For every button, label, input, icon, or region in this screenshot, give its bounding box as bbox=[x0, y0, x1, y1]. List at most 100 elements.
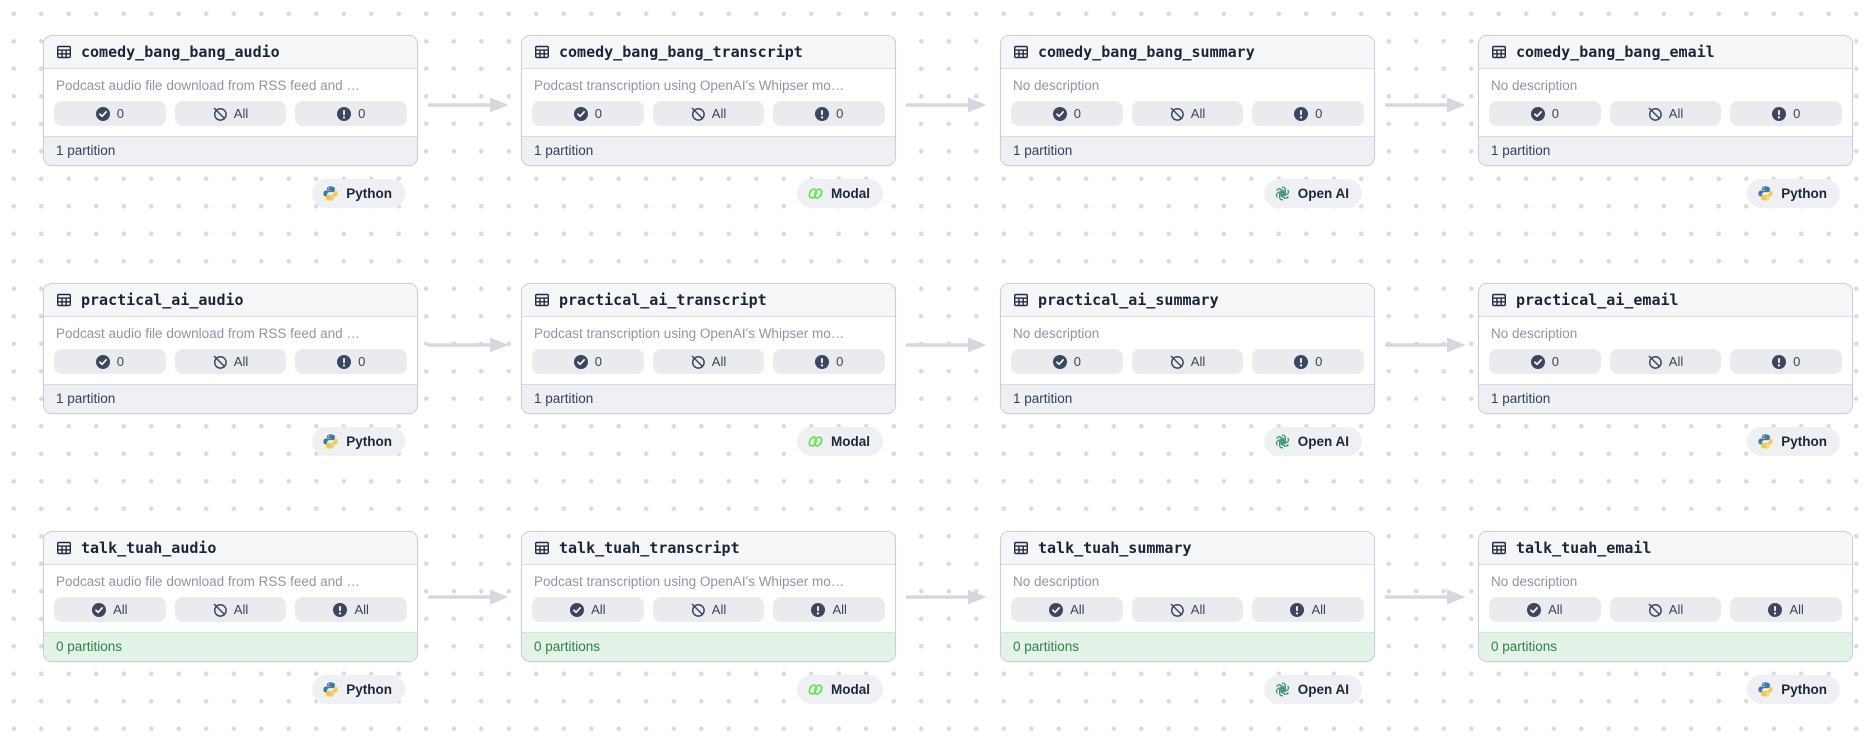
asset-card-header: comedy_bang_bang_audio bbox=[44, 36, 417, 69]
asset-description: Podcast transcription using OpenAI's Whi… bbox=[534, 326, 845, 341]
failed-count-badge[interactable]: 0 bbox=[295, 349, 408, 374]
materialized-count-badge[interactable]: 0 bbox=[54, 349, 166, 374]
materialized-count-badge[interactable]: All bbox=[532, 597, 644, 622]
partition-badges: All All All bbox=[1001, 589, 1374, 632]
kind-tag-python[interactable]: Python bbox=[312, 179, 405, 208]
check-circle-icon bbox=[1531, 355, 1545, 369]
edge-arrow bbox=[1384, 97, 1466, 113]
asset-node: practical_ai_email No description 0 All … bbox=[1478, 283, 1853, 459]
edge-arrow bbox=[1384, 589, 1466, 605]
partition-badges: 0 All 0 bbox=[1479, 93, 1852, 136]
asset-card[interactable]: talk_tuah_audio Podcast audio file downl… bbox=[43, 531, 418, 662]
failed-count-badge[interactable]: All bbox=[1730, 597, 1843, 622]
asset-card[interactable]: comedy_bang_bang_email No description 0 … bbox=[1478, 35, 1853, 166]
asset-node: practical_ai_transcript Podcast transcri… bbox=[521, 283, 896, 459]
missing-count-badge[interactable]: All bbox=[1131, 349, 1244, 374]
kind-tag-openai[interactable]: Open AI bbox=[1263, 675, 1362, 704]
asset-card[interactable]: practical_ai_summary No description 0 Al… bbox=[1000, 283, 1375, 414]
slash-circle-icon bbox=[213, 355, 227, 369]
asset-description: No description bbox=[1491, 78, 1578, 93]
materialized-count-badge[interactable]: 0 bbox=[1489, 101, 1601, 126]
badge-value: All bbox=[1668, 602, 1684, 617]
asset-node: talk_tuah_audio Podcast audio file downl… bbox=[43, 531, 418, 707]
failed-count-badge[interactable]: 0 bbox=[773, 349, 886, 374]
kind-tag-label: Python bbox=[346, 186, 392, 201]
badge-value: 0 bbox=[594, 354, 602, 369]
failed-count-badge[interactable]: 0 bbox=[1730, 101, 1843, 126]
badge-value: All bbox=[1190, 354, 1206, 369]
asset-name: talk_tuah_transcript bbox=[559, 539, 740, 557]
failed-count-badge[interactable]: 0 bbox=[295, 101, 408, 126]
kind-tag-modal[interactable]: Modal bbox=[797, 179, 883, 208]
python-logo-icon bbox=[322, 433, 339, 450]
asset-card[interactable]: comedy_bang_bang_transcript Podcast tran… bbox=[521, 35, 896, 166]
failed-count-badge[interactable]: 0 bbox=[773, 101, 886, 126]
exclamation-circle-icon bbox=[1772, 107, 1786, 121]
asset-card[interactable]: talk_tuah_summary No description All All… bbox=[1000, 531, 1375, 662]
asset-description: No description bbox=[1013, 78, 1100, 93]
kind-tag-modal[interactable]: Modal bbox=[797, 675, 883, 704]
partition-badges: 0 All 0 bbox=[44, 93, 417, 136]
kind-tag-openai[interactable]: Open AI bbox=[1263, 179, 1362, 208]
materialized-count-badge[interactable]: 0 bbox=[532, 349, 644, 374]
kind-tag-python[interactable]: Python bbox=[1747, 427, 1840, 456]
check-circle-icon bbox=[1527, 603, 1541, 617]
materialized-count-badge[interactable]: 0 bbox=[1011, 349, 1123, 374]
materialized-count-badge[interactable]: 0 bbox=[1011, 101, 1123, 126]
missing-count-badge[interactable]: All bbox=[652, 101, 765, 126]
missing-count-badge[interactable]: All bbox=[174, 101, 287, 126]
badge-value: 0 bbox=[1793, 354, 1801, 369]
asset-card[interactable]: talk_tuah_transcript Podcast transcripti… bbox=[521, 531, 896, 662]
kind-tag-python[interactable]: Python bbox=[312, 427, 405, 456]
kind-tag-openai[interactable]: Open AI bbox=[1263, 427, 1362, 456]
partitions-footer: 1 partition bbox=[1001, 384, 1374, 413]
missing-count-badge[interactable]: All bbox=[174, 349, 287, 374]
asset-card[interactable]: comedy_bang_bang_summary No description … bbox=[1000, 35, 1375, 166]
kind-tag-python[interactable]: Python bbox=[1747, 179, 1840, 208]
python-logo-icon bbox=[1757, 681, 1774, 698]
materialized-count-badge[interactable]: All bbox=[54, 597, 166, 622]
kind-tag-modal[interactable]: Modal bbox=[797, 427, 883, 456]
materialized-count-badge[interactable]: All bbox=[1489, 597, 1601, 622]
failed-count-badge[interactable]: 0 bbox=[1730, 349, 1843, 374]
asset-node: practical_ai_audio Podcast audio file do… bbox=[43, 283, 418, 459]
partitions-footer: 1 partition bbox=[44, 384, 417, 413]
partitions-footer: 0 partitions bbox=[1001, 632, 1374, 661]
slash-circle-icon bbox=[691, 107, 705, 121]
materialized-count-badge[interactable]: 0 bbox=[54, 101, 166, 126]
kind-tag-python[interactable]: Python bbox=[312, 675, 405, 704]
materialized-count-badge[interactable]: 0 bbox=[1489, 349, 1601, 374]
table-icon bbox=[1491, 44, 1507, 60]
missing-count-badge[interactable]: All bbox=[1609, 101, 1722, 126]
missing-count-badge[interactable]: All bbox=[1609, 349, 1722, 374]
asset-card[interactable]: practical_ai_transcript Podcast transcri… bbox=[521, 283, 896, 414]
failed-count-badge[interactable]: All bbox=[1252, 597, 1365, 622]
asset-node: comedy_bang_bang_summary No description … bbox=[1000, 35, 1375, 211]
failed-count-badge[interactable]: All bbox=[295, 597, 408, 622]
missing-count-badge[interactable]: All bbox=[1131, 597, 1244, 622]
missing-count-badge[interactable]: All bbox=[1609, 597, 1722, 622]
missing-count-badge[interactable]: All bbox=[652, 597, 765, 622]
badge-value: All bbox=[1548, 602, 1563, 617]
exclamation-circle-icon bbox=[333, 603, 347, 617]
missing-count-badge[interactable]: All bbox=[1131, 101, 1244, 126]
failed-count-badge[interactable]: All bbox=[773, 597, 886, 622]
failed-count-badge[interactable]: 0 bbox=[1252, 101, 1365, 126]
kind-tag-python[interactable]: Python bbox=[1747, 675, 1840, 704]
slash-circle-icon bbox=[691, 603, 705, 617]
asset-card[interactable]: practical_ai_audio Podcast audio file do… bbox=[43, 283, 418, 414]
asset-card[interactable]: comedy_bang_bang_audio Podcast audio fil… bbox=[43, 35, 418, 166]
kind-tag-label: Modal bbox=[831, 186, 870, 201]
asset-card[interactable]: talk_tuah_email No description All All A… bbox=[1478, 531, 1853, 662]
asset-card[interactable]: practical_ai_email No description 0 All … bbox=[1478, 283, 1853, 414]
materialized-count-badge[interactable]: 0 bbox=[532, 101, 644, 126]
partitions-footer: 1 partition bbox=[1001, 136, 1374, 165]
materialized-count-badge[interactable]: All bbox=[1011, 597, 1123, 622]
asset-name: talk_tuah_email bbox=[1516, 539, 1652, 557]
kind-tag-label: Python bbox=[346, 682, 392, 697]
asset-name: comedy_bang_bang_summary bbox=[1038, 43, 1255, 61]
failed-count-badge[interactable]: 0 bbox=[1252, 349, 1365, 374]
missing-count-badge[interactable]: All bbox=[174, 597, 287, 622]
missing-count-badge[interactable]: All bbox=[652, 349, 765, 374]
exclamation-circle-icon bbox=[1772, 355, 1786, 369]
